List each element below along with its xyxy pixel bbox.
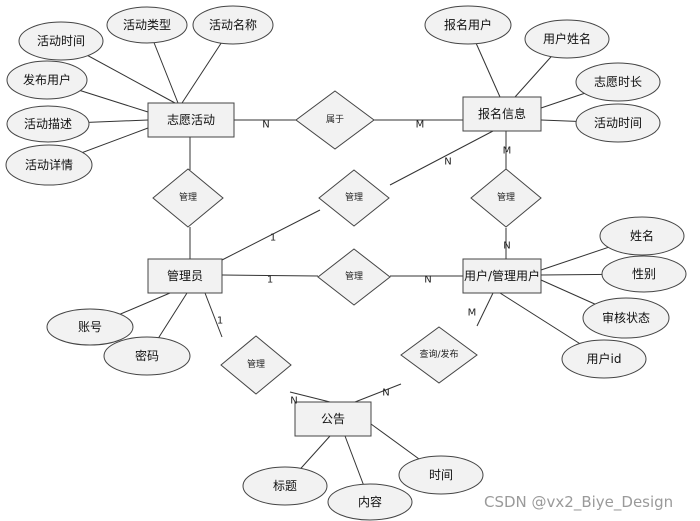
attribute-label-act_name: 活动名称 (209, 17, 257, 32)
attribute-gender (601, 255, 687, 293)
attribute-label-reg_user: 报名用户 (444, 17, 492, 32)
attribute-label-review_status: 审核状态 (602, 310, 650, 325)
attribute-reg_user (424, 5, 512, 45)
attribute-label-act_desc: 活动描述 (24, 117, 72, 131)
attribute-user_name (524, 19, 610, 59)
attribute-act_type (106, 6, 188, 44)
entity-label-user_mgmt_user: 用户/管理用户 (464, 268, 540, 283)
entity-administrator (147, 258, 223, 294)
cardinality-manage_registration-to: N (444, 157, 451, 168)
cardinality-manage_announcement-to: N (290, 396, 297, 407)
attribute-label-account: 账号 (78, 320, 102, 334)
entity-label-administrator: 管理员 (167, 268, 203, 283)
attribute-label-content: 内容 (358, 494, 382, 509)
watermark: CSDN @vx2_Biye_Design (484, 493, 673, 512)
rel-edge-manage_registration-a (221, 209, 321, 261)
rel-edge-manage_registration-b (389, 130, 494, 186)
attribute-label-user_name: 用户姓名 (543, 31, 591, 46)
relationship-label-manage_announcement: 管理 (247, 358, 265, 370)
attribute-label-title: 标题 (273, 479, 297, 493)
cardinality-manage_user-to: N (424, 275, 431, 286)
rel-edge-manage_announcement-a (204, 292, 223, 338)
attribute-review_status (582, 297, 670, 339)
attribute-act_time (18, 21, 104, 61)
cardinality-manage_reg_user-to: N (503, 241, 510, 252)
cardinality-belongs-from: N (262, 120, 269, 131)
relationship-label-manage_reg_user: 管理 (497, 191, 515, 203)
cardinality-manage_user-from: 1 (267, 275, 273, 286)
entity-registration_info (462, 96, 542, 132)
cardinality-manage_announcement-from: 1 (217, 316, 223, 327)
relationship-manage_user (317, 248, 391, 306)
attribute-label-password: 密码 (135, 348, 159, 363)
cardinality-query_publish-from: M (468, 308, 477, 319)
attribute-time (398, 455, 484, 495)
relationship-manage_announcement (220, 335, 292, 395)
attribute-label-act_detail: 活动详情 (25, 157, 73, 172)
attribute-label-name: 姓名 (630, 228, 654, 243)
entity-label-announcement: 公告 (321, 412, 345, 426)
relationship-label-manage_user: 管理 (345, 270, 363, 282)
attribute-account (46, 308, 134, 346)
cardinality-query_publish-to: N (382, 388, 389, 399)
attribute-title (242, 466, 328, 506)
attribute-password (103, 336, 191, 376)
cardinality-manage_registration-from: 1 (270, 233, 276, 244)
entity-label-volunteer_activity: 志愿活动 (167, 113, 215, 127)
relationship-label-manage_registration: 管理 (345, 191, 363, 203)
relationship-manage_reg_user (470, 168, 542, 228)
rel-edge-query_publish-a (476, 292, 494, 327)
attribute-label-user_id: 用户id (587, 351, 622, 366)
relationship-label-manage_activity: 管理 (179, 191, 197, 203)
attribute-label-time: 时间 (429, 468, 453, 482)
cardinality-manage_reg_user-from: M (503, 146, 512, 157)
attribute-reg_act_time (575, 103, 661, 143)
attribute-vol_hours (575, 62, 661, 102)
relationship-belongs (295, 90, 375, 150)
attribute-act_name (192, 5, 274, 45)
relationship-label-belongs: 属于 (326, 114, 344, 125)
rel-edge-manage_user-a (221, 274, 319, 277)
attribute-label-vol_hours: 志愿时长 (594, 75, 642, 89)
attribute-act_desc (6, 105, 90, 143)
attribute-name (599, 216, 685, 256)
entity-volunteer_activity (147, 102, 235, 138)
attribute-act_detail (5, 144, 93, 186)
attribute-pub_user (6, 60, 88, 100)
entity-label-registration_info: 报名信息 (478, 106, 526, 121)
rel-edge-query_publish-b (354, 383, 402, 403)
entity-announcement (294, 401, 372, 437)
attribute-label-act_time: 活动时间 (37, 34, 85, 48)
cardinality-belongs-to: M (416, 120, 425, 131)
attribute-label-reg_act_time: 活动时间 (594, 116, 642, 130)
relationship-query_publish (400, 326, 478, 384)
entity-user_mgmt_user (462, 258, 542, 294)
attribute-label-gender: 性别 (632, 267, 656, 281)
relationship-label-query_publish: 查询/发布 (419, 348, 458, 360)
relationship-manage_activity (152, 168, 224, 228)
attribute-user_id (561, 339, 647, 379)
relationship-manage_registration (318, 169, 390, 227)
attribute-content (327, 483, 413, 521)
rel-edge-manage_announcement-b (289, 391, 331, 403)
attribute-label-act_type: 活动类型 (123, 18, 171, 32)
attribute-label-pub_user: 发布用户 (23, 72, 71, 87)
